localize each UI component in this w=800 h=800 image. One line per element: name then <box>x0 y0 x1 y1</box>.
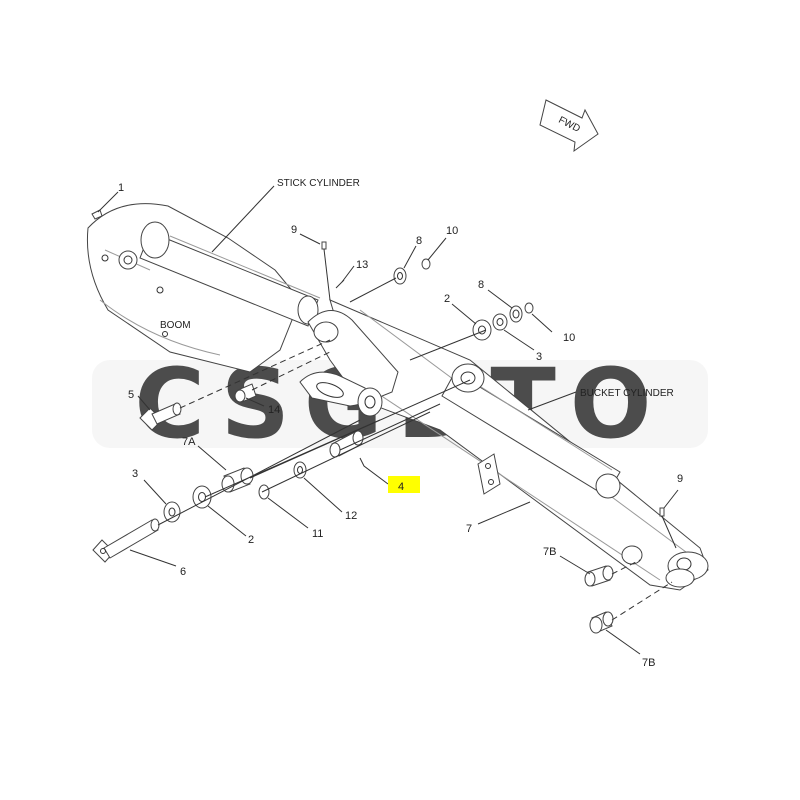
callout-7a: 7A <box>182 436 196 448</box>
callout-7b-lower: 7B <box>642 657 655 669</box>
callout-1: 1 <box>118 182 124 194</box>
label-boom: BOOM <box>160 320 191 331</box>
stick-end-boss <box>621 545 709 588</box>
callout-11: 11 <box>312 528 323 540</box>
callout-7b-upper: 7B <box>543 546 556 558</box>
washer-2-right <box>472 319 492 341</box>
bolt-9-right <box>659 507 665 517</box>
label-bucket-cylinder: BUCKET CYLINDER <box>580 388 674 399</box>
bushing-7b-lower <box>589 611 614 634</box>
highlight-4 <box>388 476 420 493</box>
callout-8-right: 8 <box>478 279 484 291</box>
ring-11 <box>258 484 270 500</box>
bushing-7b-upper <box>584 565 614 587</box>
boom <box>86 203 301 373</box>
callout-12: 12 <box>345 510 357 522</box>
linkage-bracket <box>299 310 399 417</box>
bolt-1 <box>91 209 103 220</box>
callout-2-left: 2 <box>248 534 254 546</box>
callout-9-right: 9 <box>677 473 683 485</box>
bushing-7a <box>221 467 254 493</box>
callout-9-top: 9 <box>291 224 297 236</box>
callout-3-left: 3 <box>132 468 138 480</box>
pin-6 <box>92 518 160 563</box>
ring-8-top <box>393 267 407 285</box>
callout-7: 7 <box>466 523 472 535</box>
ring-8-right <box>509 305 523 323</box>
callout-8-top: 8 <box>416 235 422 247</box>
callout-6: 6 <box>180 566 186 578</box>
assembly-lines <box>157 248 677 621</box>
callout-2-right: 2 <box>444 293 450 305</box>
ring-10-right <box>524 302 534 314</box>
washer-3-left <box>163 501 181 523</box>
callout-5: 5 <box>128 389 134 401</box>
plate-7 <box>477 453 501 495</box>
bushing-14 <box>234 383 257 403</box>
stick-cylinder <box>139 221 321 327</box>
label-stick-cylinder: STICK CYLINDER <box>277 178 360 189</box>
callout-14: 14 <box>268 404 280 416</box>
fwd-arrow-icon: FWD <box>539 99 599 153</box>
callout-3-right: 3 <box>536 351 542 363</box>
washer-3-right <box>492 313 508 331</box>
bolt-9-top <box>321 241 327 250</box>
leader-lines <box>97 185 679 655</box>
washer-2-left <box>192 485 212 509</box>
callout-13: 13 <box>356 259 368 271</box>
callout-10-right: 10 <box>563 332 575 344</box>
callout-10-top: 10 <box>446 225 458 237</box>
callout-4: 4 <box>398 481 404 493</box>
pin-5 <box>139 402 182 431</box>
ring-10-top <box>421 258 431 270</box>
